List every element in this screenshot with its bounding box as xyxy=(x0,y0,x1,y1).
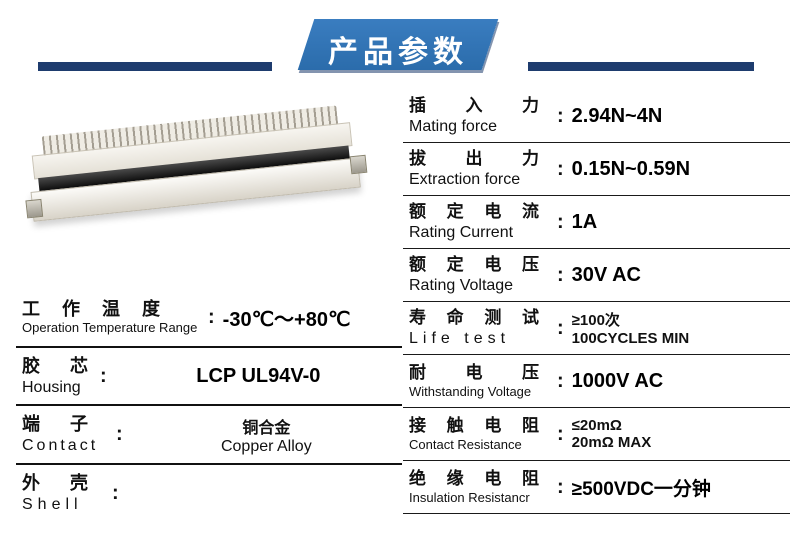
spec-label-en: Rating Current xyxy=(409,223,514,241)
spec-value-bottom: 20mΩ MAX xyxy=(571,434,652,451)
spec-value: 30V AC xyxy=(571,263,641,286)
spec-label-en: Rating Voltage xyxy=(409,276,514,294)
spec-label: 额定电流 Rating Current xyxy=(409,202,555,241)
spec-label: 插入力 Mating force xyxy=(409,96,555,135)
product-image xyxy=(25,105,376,265)
spec-row-contact-material: 端子 Contact : 铜合金 Copper Alloy xyxy=(16,406,402,465)
spec-row-life-test: 寿命测试 Life test : ≥100次 100CYCLES MIN xyxy=(403,302,790,355)
spec-label: 寿命测试 Life test xyxy=(409,308,555,347)
spec-label-en: Housing xyxy=(22,378,81,396)
spec-label-en: Insulation Resistancr xyxy=(409,489,530,505)
spec-row-withstanding-voltage: 耐电压 Withstanding Voltage : 1000V AC xyxy=(403,355,790,408)
specs-right: 插入力 Mating force : 2.94N~4N 拔出力 Extracti… xyxy=(403,90,790,514)
spec-label-cn: 拔出力 xyxy=(409,149,539,169)
spec-label: 耐电压 Withstanding Voltage xyxy=(409,363,555,399)
spec-label-cn: 端子 xyxy=(22,414,88,435)
colon: : xyxy=(100,364,107,387)
spec-value-top: ≤20mΩ xyxy=(571,417,622,434)
specs-left: 工作温度 Operation Temperature Range : -30℃～… xyxy=(16,288,402,521)
header-underline-right xyxy=(528,62,754,71)
colon: : xyxy=(557,422,564,445)
spec-value: 铜合金 Copper Alloy xyxy=(131,414,402,456)
colon: : xyxy=(557,263,564,286)
spec-value: ≥500VDC一分钟 xyxy=(571,478,711,500)
spec-label: 额定电压 Rating Voltage xyxy=(409,255,555,294)
spec-label-cn: 工作温度 xyxy=(22,298,160,319)
spec-value: 1A xyxy=(571,210,598,233)
spec-value-top: ≥100次 xyxy=(571,312,620,329)
colon: : xyxy=(116,423,123,445)
spec-label-en: Extraction force xyxy=(409,170,521,188)
spec-label: 接触电阻 Contact Resistance xyxy=(409,416,555,452)
spec-label-en: Operation Temperature Range xyxy=(22,320,198,336)
spec-label: 端子 Contact xyxy=(22,414,114,454)
header-underline-left xyxy=(38,62,272,71)
spec-label-en: Contact xyxy=(22,437,99,455)
connector-metal-tab-right xyxy=(349,154,368,175)
spec-label-cn: 额定电流 xyxy=(409,202,539,222)
spec-value: LCP UL94V-0 xyxy=(196,364,321,387)
spec-value-bottom: 100CYCLES MIN xyxy=(571,330,690,347)
colon: : xyxy=(557,475,564,498)
spec-row-housing: 胶芯 Housing : LCP UL94V-0 xyxy=(16,348,402,406)
spec-label-en: Mating force xyxy=(409,117,498,135)
colon: : xyxy=(557,104,564,127)
spec-label-en: Contact Resistance xyxy=(409,436,522,452)
spec-value-top: 铜合金 xyxy=(242,419,291,437)
colon: : xyxy=(112,481,119,504)
connector-body xyxy=(21,92,383,283)
spec-label-cn: 插入力 xyxy=(409,96,539,116)
colon: : xyxy=(557,157,564,180)
spec-label-cn: 绝缘电阻 xyxy=(409,469,539,489)
colon: : xyxy=(208,305,215,328)
spec-label-cn: 耐电压 xyxy=(409,363,539,383)
spec-label-en: Shell xyxy=(22,495,83,513)
spec-label: 工作温度 Operation Temperature Range xyxy=(22,299,206,336)
spec-row-shell: 外壳 Shell : xyxy=(16,465,402,521)
spec-label-cn: 寿命测试 xyxy=(409,308,539,328)
page-title: 产品参数 xyxy=(328,36,468,69)
spec-row-rating-voltage: 额定电压 Rating Voltage : 30V AC xyxy=(403,249,790,302)
spec-label-en: Withstanding Voltage xyxy=(409,383,532,399)
spec-value: -30℃～+80℃ xyxy=(222,308,351,331)
spec-label: 绝缘电阻 Insulation Resistancr xyxy=(409,469,555,505)
spec-row-insulation-resistance: 绝缘电阻 Insulation Resistancr : ≥500VDC一分钟 xyxy=(403,461,790,514)
colon: : xyxy=(557,316,564,339)
connector-metal-tab-left xyxy=(25,198,44,219)
spec-label: 胶芯 Housing xyxy=(22,356,98,396)
spec-value: 0.15N~0.59N xyxy=(571,157,691,180)
spec-label-cn: 额定电压 xyxy=(409,255,539,275)
spec-row-operation-temperature: 工作温度 Operation Temperature Range : -30℃～… xyxy=(16,288,402,348)
spec-row-mating-force: 插入力 Mating force : 2.94N~4N xyxy=(403,90,790,143)
spec-label-cn: 外壳 xyxy=(22,472,88,493)
spec-label-cn: 胶芯 xyxy=(22,355,88,376)
spec-row-extraction-force: 拔出力 Extraction force : 0.15N~0.59N xyxy=(403,143,790,196)
spec-label: 外壳 Shell xyxy=(22,473,110,513)
colon: : xyxy=(557,369,564,392)
spec-row-rating-current: 额定电流 Rating Current : 1A xyxy=(403,196,790,249)
spec-label-cn: 接触电阻 xyxy=(409,416,539,436)
spec-value: ≤20mΩ 20mΩ MAX xyxy=(572,417,652,451)
spec-value: ≥100次 100CYCLES MIN xyxy=(572,309,690,347)
spec-value-bottom: Copper Alloy xyxy=(220,437,312,455)
spec-value: 2.94N~4N xyxy=(571,104,663,127)
spec-label-en: Life test xyxy=(409,329,511,347)
spec-row-contact-resistance: 接触电阻 Contact Resistance : ≤20mΩ 20mΩ MAX xyxy=(403,408,790,461)
colon: : xyxy=(557,210,564,233)
spec-label: 拔出力 Extraction force xyxy=(409,149,555,188)
spec-value: 1000V AC xyxy=(571,369,664,392)
